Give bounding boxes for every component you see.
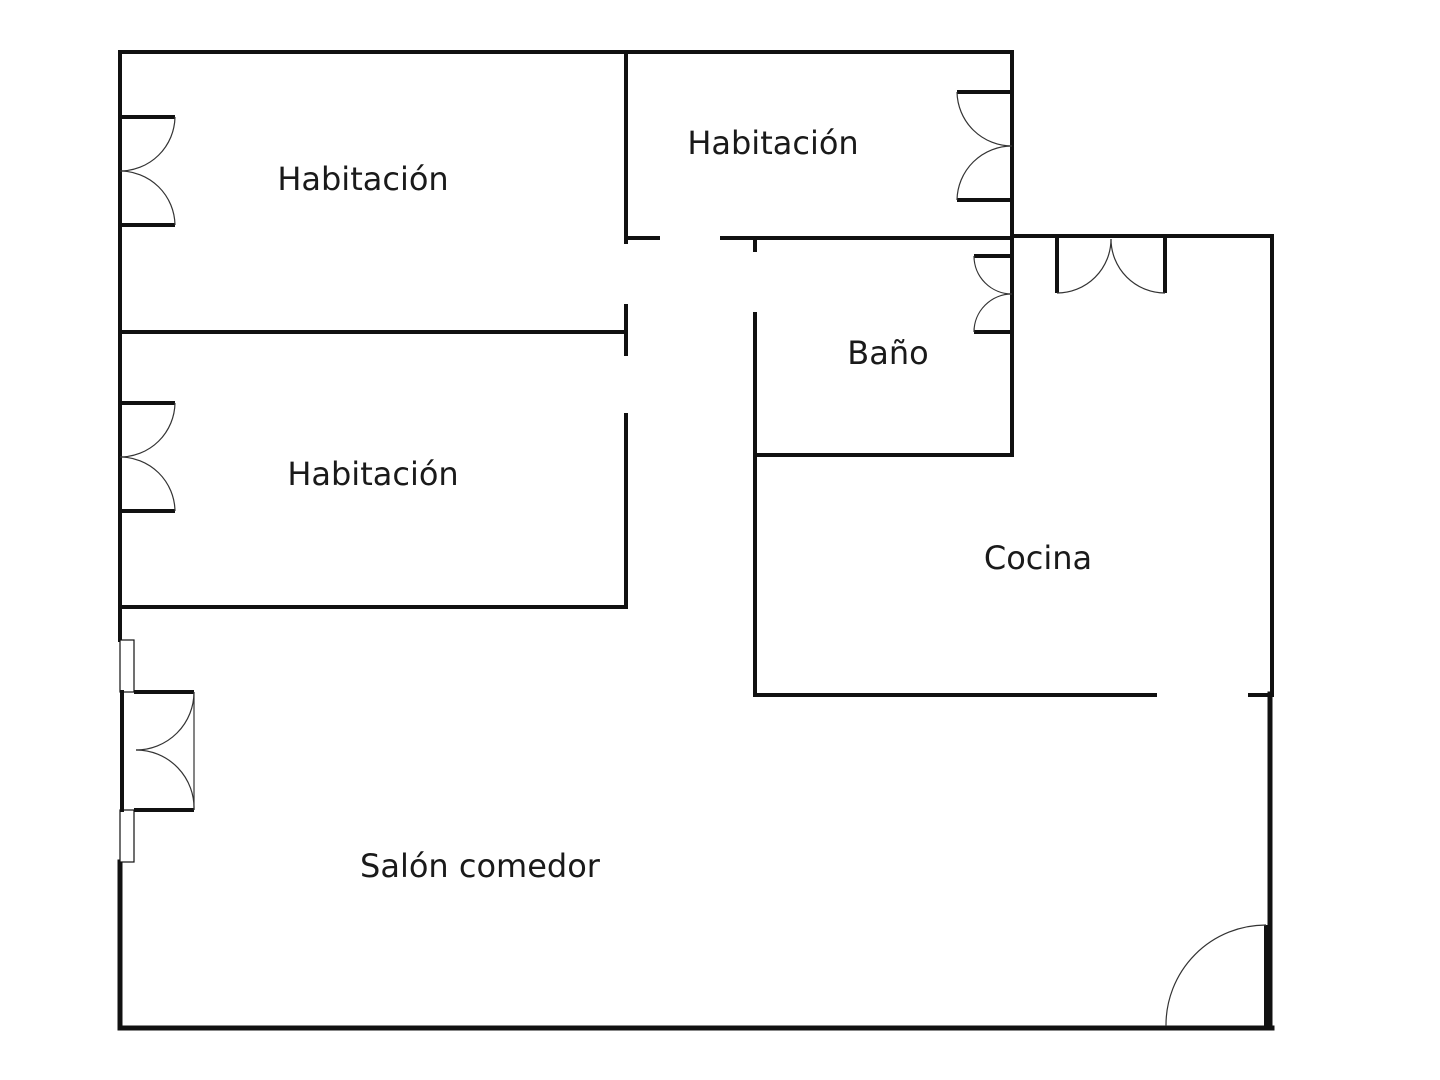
interior-walls <box>118 50 1274 697</box>
room-label-bedroom-3: Habitación <box>287 455 458 493</box>
wardrobe-bedroom-2 <box>956 90 1013 202</box>
outer-walls <box>117 50 1275 1031</box>
room-label-bedroom-1: Habitación <box>277 160 448 198</box>
wardrobe-bedroom-1 <box>119 115 176 227</box>
cabinet-bathroom <box>973 254 1013 334</box>
entrance-door <box>1165 924 1268 1028</box>
room-label-living-dining: Salón comedor <box>360 847 601 885</box>
room-label-bathroom: Baño <box>847 334 928 372</box>
room-label-kitchen: Cocina <box>984 539 1092 577</box>
room-label-bedroom-2: Habitación <box>687 124 858 162</box>
wardrobe-bedroom-3 <box>119 401 176 513</box>
door-kitchen-top <box>1055 236 1167 294</box>
balcony-door <box>119 639 195 863</box>
